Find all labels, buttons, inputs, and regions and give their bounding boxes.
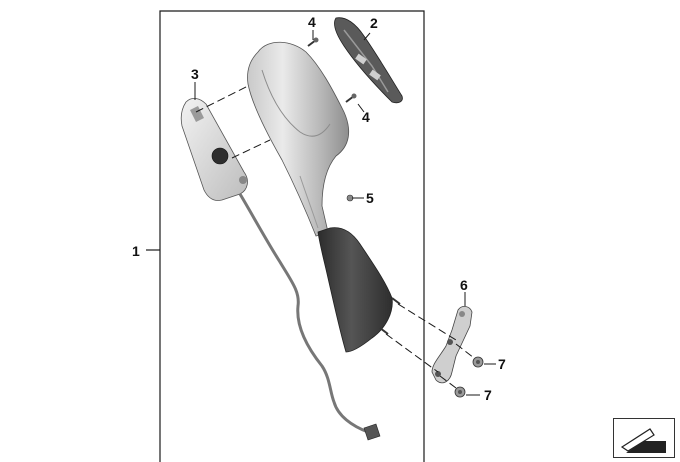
mirror-housing [247, 41, 350, 237]
callout-4-top: 4 [308, 14, 316, 30]
nut-lower [454, 386, 466, 398]
callout-4-right: 4 [362, 109, 370, 125]
screw-right [345, 93, 357, 103]
leader-lines [194, 30, 496, 396]
arrow-next-page-icon-graphic [620, 428, 666, 453]
callout-7-lower: 7 [484, 387, 492, 403]
assembly-frame [159, 10, 425, 462]
callout-5: 5 [366, 190, 374, 206]
nut-upper [472, 356, 484, 368]
mirror-arm-base [317, 227, 401, 353]
callout-1: 1 [132, 243, 140, 259]
cover-trim [334, 17, 403, 104]
mount-bracket [431, 306, 473, 384]
callout-6: 6 [460, 277, 468, 293]
arrow-next-page-icon[interactable] [613, 418, 675, 458]
mirror-glass [180, 98, 248, 201]
screw-top [307, 37, 319, 47]
callout-7-upper: 7 [498, 356, 506, 372]
assembly-lines [195, 85, 475, 389]
callout-2: 2 [370, 15, 378, 31]
mirror-cable [238, 193, 369, 434]
callout-3: 3 [191, 66, 199, 82]
